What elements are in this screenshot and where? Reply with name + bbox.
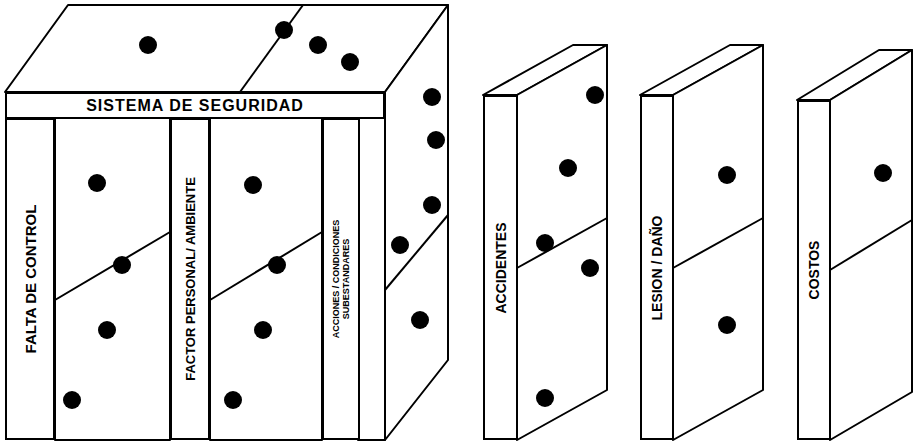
domino-divider: [55, 232, 170, 300]
domino-face: [55, 118, 170, 440]
domino-face: [358, 118, 385, 440]
domino-side: [517, 45, 607, 440]
domino-divider: [210, 232, 322, 300]
domino-divider: [830, 220, 912, 270]
slab-divider: [240, 5, 303, 92]
domino-front: ACCIDENTES: [483, 95, 518, 440]
domino-label: FALTA DE CONTROL: [22, 205, 39, 354]
domino-label: COSTOS: [806, 241, 822, 300]
domino-face: [210, 118, 322, 440]
domino-front: ACCIONES / CONDICIONES SUBESTANDARES: [322, 118, 360, 440]
slab-top: [5, 5, 448, 92]
domino-divider: [385, 215, 448, 290]
domino-label: LESION / DAÑO: [649, 215, 665, 320]
domino-front: FACTOR PERSONAL/ AMBIENTE: [170, 118, 210, 440]
domino-side: [830, 50, 912, 440]
banner-label: SISTEMA DE SEGURIDAD: [86, 97, 304, 115]
slab-side: [385, 5, 448, 440]
domino-front: COSTOS: [797, 100, 831, 440]
domino-dots: [63, 21, 892, 409]
domino-front: LESION / DAÑO: [640, 95, 674, 440]
domino-label: ACCIONES / CONDICIONES SUBESTANDARES: [331, 209, 352, 349]
banner: SISTEMA DE SEGURIDAD: [5, 92, 385, 119]
domino-label: FACTOR PERSONAL/ AMBIENTE: [183, 177, 198, 381]
domino-side: [673, 45, 763, 440]
domino-front: FALTA DE CONTROL: [5, 118, 55, 440]
domino-divider: [673, 218, 763, 268]
domino-label: ACCIDENTES: [493, 222, 509, 313]
